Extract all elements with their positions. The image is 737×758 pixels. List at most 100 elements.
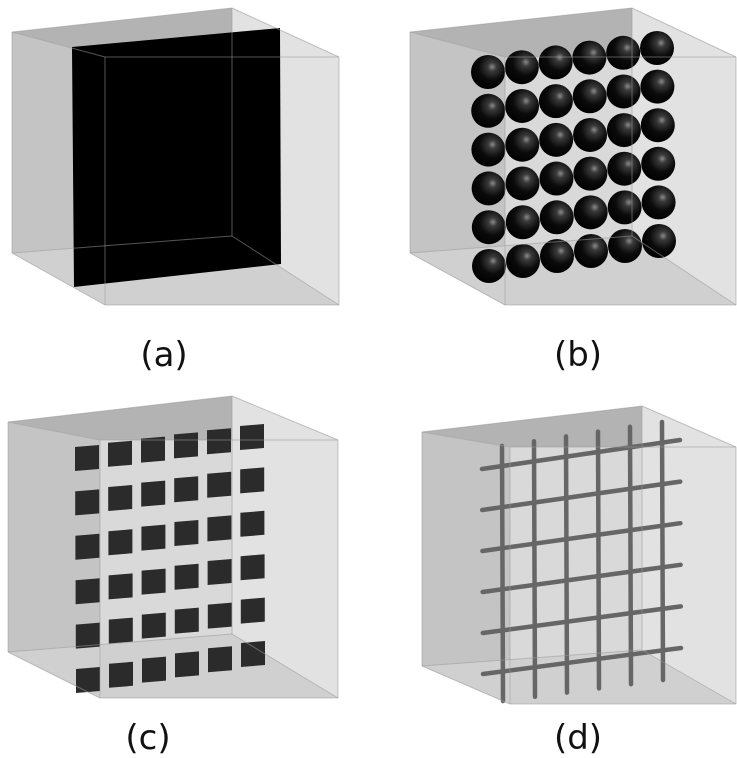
square-tile — [108, 529, 133, 556]
vertical-rod — [595, 429, 602, 691]
sphere — [606, 113, 641, 148]
vertical-rod — [563, 434, 570, 695]
square-tile — [207, 428, 231, 455]
square-tile — [108, 440, 132, 467]
sphere — [641, 146, 676, 181]
cube-edge — [7, 651, 101, 699]
vertical-rod — [499, 443, 506, 704]
panel-d-rod-grid — [421, 405, 737, 705]
horizontal-rod — [480, 562, 683, 595]
cube-edge — [409, 252, 506, 306]
cube-edge — [641, 405, 737, 448]
cube-bottom-face — [422, 650, 736, 704]
sphere — [471, 132, 506, 167]
sphere — [471, 171, 506, 206]
panel-label-a: (a) — [140, 335, 188, 375]
square-tile — [141, 568, 166, 595]
sphere — [506, 244, 540, 278]
square-tile — [142, 656, 166, 683]
cube-edge — [421, 405, 643, 433]
square-tile — [75, 622, 100, 649]
vertical-rod — [659, 419, 666, 683]
cube-edge — [631, 235, 737, 306]
cube-edge — [421, 665, 511, 705]
sphere — [504, 50, 539, 85]
square-tile — [109, 661, 133, 688]
cube-edge — [409, 7, 633, 33]
sphere — [606, 74, 641, 109]
square-tile — [76, 667, 100, 693]
cube-edge — [641, 649, 737, 705]
sphere — [540, 239, 574, 273]
square-tile — [174, 432, 198, 459]
square-tile — [240, 597, 265, 624]
panel-c-tile-array — [7, 395, 339, 699]
sphere — [573, 117, 608, 152]
sphere — [505, 127, 540, 162]
sphere — [642, 224, 676, 258]
sphere — [641, 185, 676, 220]
square-tile — [174, 476, 199, 503]
square-tile — [241, 641, 265, 667]
square-tile — [75, 533, 100, 560]
panel-label-d: (d) — [553, 718, 603, 758]
cube-edge — [421, 649, 643, 667]
square-tile — [75, 445, 99, 471]
solid-block — [72, 28, 281, 287]
square-tile — [108, 617, 133, 644]
sphere — [471, 93, 506, 128]
sphere — [608, 229, 642, 263]
sphere — [572, 40, 607, 75]
square-tile — [207, 559, 232, 585]
cube-edge — [11, 31, 106, 58]
cube-left-face — [422, 432, 510, 704]
cube-edge — [421, 431, 511, 448]
sphere — [539, 200, 574, 235]
horizontal-rod — [480, 645, 684, 677]
sphere — [573, 156, 608, 191]
sphere — [640, 31, 674, 65]
horizontal-rod — [479, 479, 683, 513]
sphere — [640, 108, 675, 143]
square-tile — [141, 612, 166, 639]
panel-label-c: (c) — [125, 718, 171, 758]
sphere — [640, 69, 675, 104]
sphere — [505, 205, 540, 240]
square-tile — [174, 520, 199, 546]
square-tile — [208, 646, 232, 673]
cube-edge — [231, 235, 340, 306]
cube-edge — [7, 633, 233, 653]
square-tile — [141, 436, 165, 463]
square-tile — [207, 602, 232, 629]
square-tile — [108, 573, 133, 600]
cube-edge — [231, 395, 339, 441]
sphere — [472, 249, 506, 283]
square-tile — [240, 467, 265, 494]
sphere — [538, 84, 573, 119]
square-tile — [75, 578, 100, 605]
square-tile — [240, 424, 264, 450]
sphere — [572, 79, 607, 114]
square-tile — [207, 471, 232, 498]
square-tile — [175, 651, 199, 678]
sphere — [471, 210, 506, 245]
cube-edge — [409, 235, 633, 254]
horizontal-rod — [480, 520, 683, 554]
panel-label-b: (b) — [553, 335, 603, 375]
vertical-rod — [627, 424, 634, 687]
sphere — [505, 88, 540, 123]
cube-edge — [7, 395, 233, 423]
cube-edge — [231, 633, 339, 699]
sphere — [573, 195, 608, 230]
horizontal-rod — [480, 604, 684, 636]
vertical-rod — [531, 438, 538, 700]
cube-edge — [11, 7, 233, 33]
cube-edge — [231, 7, 340, 58]
cube-edge — [631, 7, 737, 58]
cube-edge — [11, 235, 233, 254]
panel-a-solid-block — [11, 7, 340, 306]
square-tile — [141, 524, 166, 551]
square-tile — [75, 489, 100, 516]
sphere — [539, 122, 574, 157]
panel-b-sphere-array — [409, 7, 737, 306]
